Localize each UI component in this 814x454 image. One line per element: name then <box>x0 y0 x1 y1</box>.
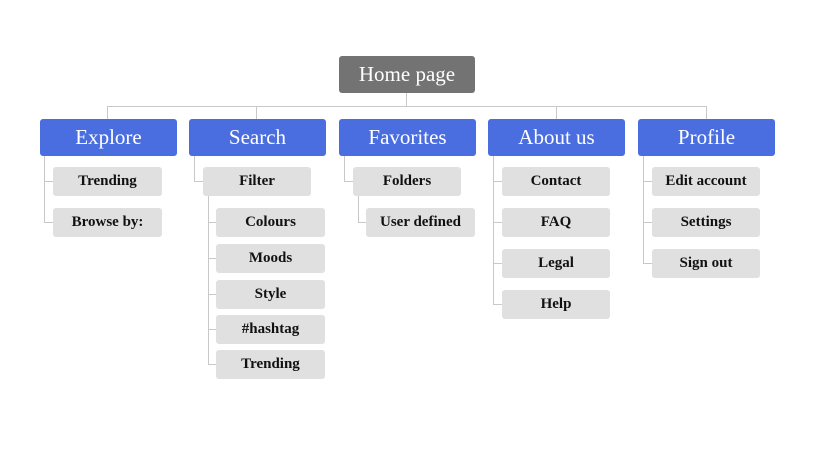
about-us-node[interactable]: About us <box>488 119 625 156</box>
connector-line <box>643 222 652 223</box>
connector-line <box>358 222 366 223</box>
favorites-item-folders[interactable]: Folders <box>353 167 461 196</box>
about-item-help[interactable]: Help <box>502 290 610 319</box>
connector-line <box>643 263 652 264</box>
search-item-filter[interactable]: Filter <box>203 167 311 196</box>
connector-line <box>194 181 203 182</box>
explore-item-trending[interactable]: Trending <box>53 167 162 196</box>
connector-line <box>493 222 502 223</box>
connector-line <box>344 181 353 182</box>
connector-line <box>256 106 257 119</box>
connector-line <box>208 196 209 365</box>
connector-line <box>493 304 502 305</box>
profile-item-settings[interactable]: Settings <box>652 208 760 237</box>
connector-line <box>706 106 707 119</box>
filter-option-hashtag[interactable]: #hashtag <box>216 315 325 344</box>
filter-option-style[interactable]: Style <box>216 280 325 309</box>
connector-line <box>208 294 216 295</box>
connector-line <box>208 258 216 259</box>
connector-line <box>493 181 502 182</box>
explore-node[interactable]: Explore <box>40 119 177 156</box>
about-item-legal[interactable]: Legal <box>502 249 610 278</box>
connector-line <box>358 196 359 223</box>
connector-line <box>344 156 345 182</box>
connector-line <box>643 181 652 182</box>
profile-node[interactable]: Profile <box>638 119 775 156</box>
profile-item-sign-out[interactable]: Sign out <box>652 249 760 278</box>
connector-line <box>493 263 502 264</box>
search-node[interactable]: Search <box>189 119 326 156</box>
connector-line <box>208 222 216 223</box>
filter-option-trending[interactable]: Trending <box>216 350 325 379</box>
connector-line <box>44 156 45 223</box>
favorites-node[interactable]: Favorites <box>339 119 476 156</box>
filter-option-moods[interactable]: Moods <box>216 244 325 273</box>
connector-line <box>208 329 216 330</box>
connector-line <box>493 156 494 305</box>
connector-line <box>44 181 53 182</box>
connector-line <box>406 93 407 107</box>
connector-line <box>556 106 557 119</box>
connector-line <box>208 364 216 365</box>
about-item-faq[interactable]: FAQ <box>502 208 610 237</box>
profile-item-edit-account[interactable]: Edit account <box>652 167 760 196</box>
home-page-node[interactable]: Home page <box>339 56 475 93</box>
about-item-contact[interactable]: Contact <box>502 167 610 196</box>
explore-item-browse-by[interactable]: Browse by: <box>53 208 162 237</box>
folder-option-user-defined[interactable]: User defined <box>366 208 475 237</box>
connector-line <box>107 106 108 119</box>
connector-line <box>107 106 707 107</box>
connector-line <box>44 222 53 223</box>
connector-line <box>643 156 644 264</box>
filter-option-colours[interactable]: Colours <box>216 208 325 237</box>
connector-line <box>194 156 195 182</box>
